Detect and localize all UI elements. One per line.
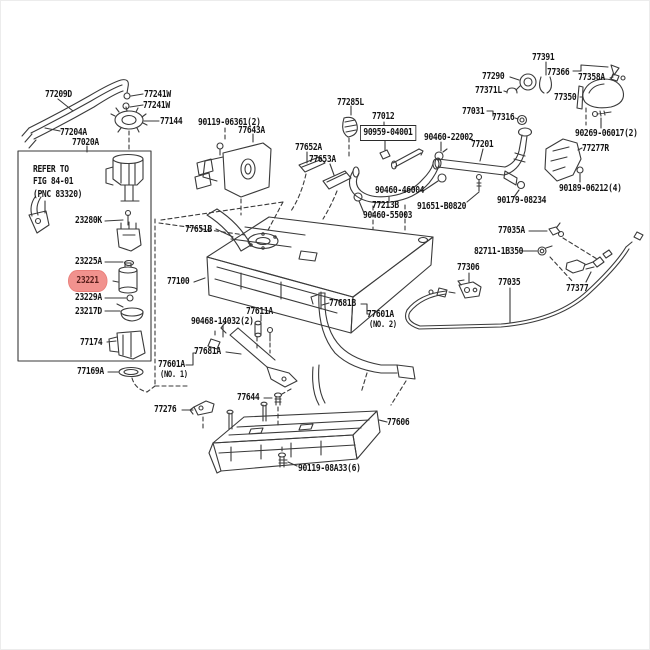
part-label-90468-14032-2-[interactable]: 90468-14032(2) — [191, 316, 254, 327]
part-label-77350[interactable]: 77350 — [554, 92, 577, 103]
part-label-77100[interactable]: 77100 — [167, 276, 190, 287]
part-label-90119-08a33-6-[interactable]: 90119-08A33(6) — [298, 463, 361, 474]
part-label-90460-22002[interactable]: 90460-22002 — [424, 132, 474, 143]
part-label-77031[interactable]: 77031 — [462, 106, 485, 117]
part-label-77213b[interactable]: 77213B — [372, 200, 399, 211]
part-label--no-2-[interactable]: (NO. 2) — [369, 320, 397, 330]
part-label-77174[interactable]: 77174 — [80, 337, 103, 348]
part-label-90179-08234[interactable]: 90179-08234 — [497, 195, 547, 206]
shield-strips-art — [290, 151, 352, 220]
part-label-77276[interactable]: 77276 — [154, 404, 177, 415]
part-label-90189-06212-4-[interactable]: 90189-06212(4) — [559, 183, 622, 194]
part-label-77241w[interactable]: 77241W — [143, 100, 170, 111]
part-label-77681b[interactable]: 77681B — [329, 298, 356, 309]
part-label-77020a[interactable]: 77020A — [72, 137, 99, 148]
hose-and-clamps-art — [342, 105, 483, 232]
part-label-90269-06017-2-[interactable]: 90269-06017(2) — [575, 128, 638, 139]
part-label-77035[interactable]: 77035 — [498, 277, 521, 288]
part-label-77606[interactable]: 77606 — [387, 417, 410, 428]
part-label-77306[interactable]: 77306 — [457, 262, 480, 273]
part-label-23225a[interactable]: 23225A — [75, 256, 102, 267]
part-label-77358a[interactable]: 77358A — [578, 72, 605, 83]
part-label-77209d[interactable]: 77209D — [45, 89, 72, 100]
part-label-77035a[interactable]: 77035A — [498, 225, 525, 236]
pump-module-art — [17, 150, 284, 393]
part-label-77644[interactable]: 77644 — [237, 392, 260, 403]
part-label-77169a[interactable]: 77169A — [77, 366, 104, 377]
part-label-90119-06361-2-[interactable]: 90119-06361(2) — [198, 117, 261, 128]
part-label-77601a[interactable]: 77601A — [367, 309, 394, 320]
part-label-77371l[interactable]: 77371L — [475, 85, 502, 96]
part-label-77652a[interactable]: 77652A — [295, 142, 322, 153]
part-label-82711-1b350[interactable]: 82711-1B350 — [474, 246, 524, 257]
bracket-77643a-art — [194, 127, 272, 216]
part-label-77316[interactable]: 77316 — [492, 112, 515, 123]
part-label-77241w[interactable]: 77241W — [144, 89, 171, 100]
part-label-77144[interactable]: 77144 — [160, 116, 183, 127]
part-label-77611a[interactable]: 77611A — [246, 306, 273, 317]
part-label-77277r[interactable]: 77277R — [582, 143, 609, 154]
breather-pipes-art — [21, 79, 160, 153]
part-label-77012[interactable]: 77012 — [372, 111, 395, 122]
filler-pipe-art — [434, 61, 626, 198]
lid-cable-art — [404, 222, 644, 330]
part-label-90959-04001[interactable]: 90959-04001 — [360, 125, 416, 141]
part-label-23280k[interactable]: 23280K — [75, 215, 102, 226]
part-label-23221[interactable]: 23221 — [68, 270, 108, 292]
part-label-90460-46004[interactable]: 90460-46004 — [375, 185, 425, 196]
part-label-77377[interactable]: 77377 — [566, 283, 589, 294]
part-label-77201[interactable]: 77201 — [471, 139, 494, 150]
part-label-23217d[interactable]: 23217D — [75, 306, 102, 317]
part-label-23229a[interactable]: 23229A — [75, 292, 102, 303]
part-label-90460-55003[interactable]: 90460-55003 — [363, 210, 413, 221]
part-label--no-1-[interactable]: (NO. 1) — [160, 370, 188, 380]
fuel-tank-art — [193, 208, 434, 334]
tank-protector-art — [181, 400, 388, 474]
part-label-91651-b0820[interactable]: 91651-B0820 — [417, 201, 467, 212]
part-label-77285l[interactable]: 77285L — [337, 97, 364, 108]
part-label-77681a[interactable]: 77681A — [194, 346, 221, 357]
tank-straps-art — [185, 292, 416, 426]
part-label-77391[interactable]: 77391 — [532, 52, 555, 63]
refer-note: REFER TO FIG 84-01 (PNC 83320) — [33, 164, 83, 200]
part-label-77601a[interactable]: 77601A — [158, 359, 185, 370]
part-label-77651b[interactable]: 77651B — [185, 224, 212, 235]
part-label-77653a[interactable]: 77653A — [309, 154, 336, 165]
part-label-77643a[interactable]: 77643A — [238, 125, 265, 136]
part-label-77290[interactable]: 77290 — [482, 71, 505, 82]
part-label-77204a[interactable]: 77204A — [60, 127, 87, 138]
part-label-77366[interactable]: 77366 — [547, 67, 570, 78]
